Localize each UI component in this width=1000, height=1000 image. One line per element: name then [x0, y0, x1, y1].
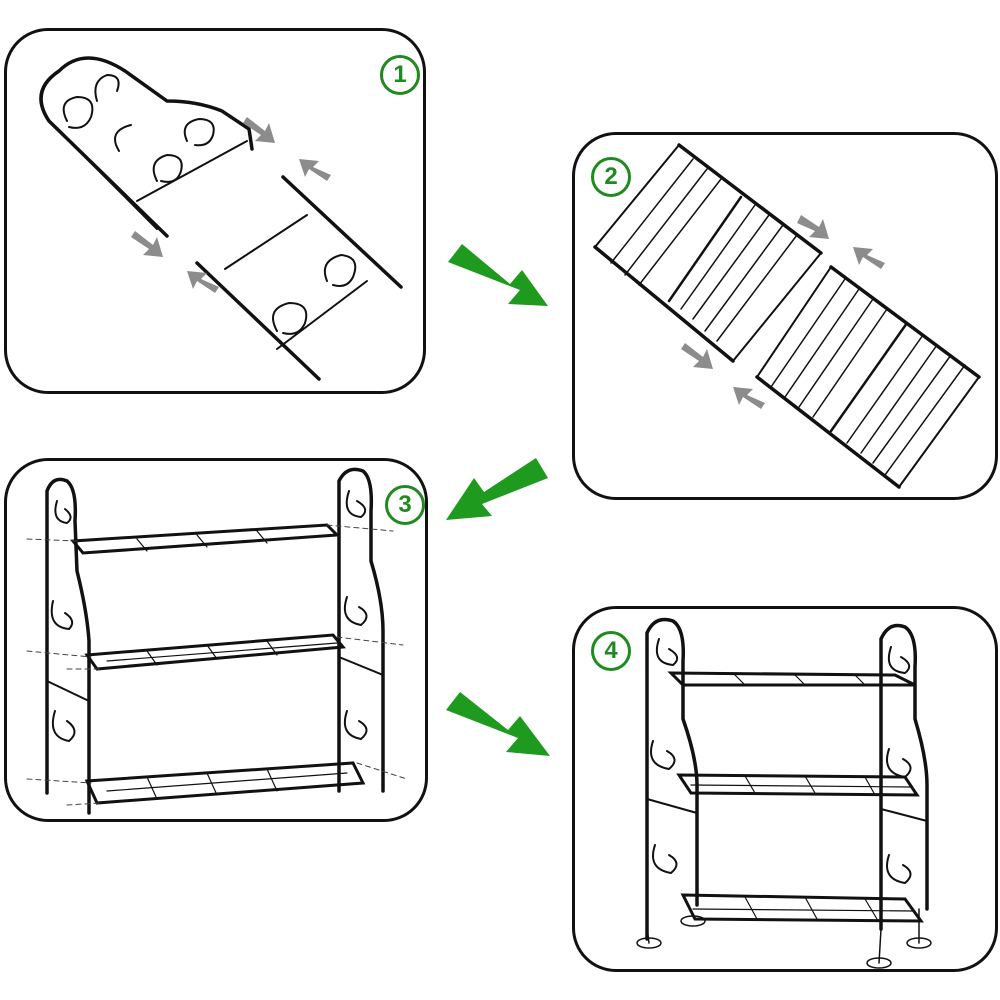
step-3-panel: 3 — [4, 458, 428, 822]
step-1-panel: 1 — [4, 28, 426, 394]
step-4-panel: 4 — [572, 606, 998, 972]
rack-assembly-illustration — [26, 467, 408, 815]
shelf-panels-illustration — [593, 143, 981, 489]
green-arrow-icon-3 — [446, 692, 550, 756]
grey-arrow-icons — [131, 117, 331, 293]
green-arrow-icon-1 — [448, 244, 548, 306]
step-2-badge: 2 — [591, 157, 631, 197]
step-1-badge: 1 — [380, 55, 420, 95]
step-2-panel: 2 — [572, 132, 998, 500]
finished-rack-illustration — [636, 617, 932, 969]
step-4-badge: 4 — [591, 631, 631, 671]
grey-arrow-icons — [681, 215, 885, 409]
step-3-badge: 3 — [385, 485, 425, 525]
green-arrow-icon-2 — [446, 458, 548, 520]
side-frame-assembly-illustration — [39, 56, 403, 381]
